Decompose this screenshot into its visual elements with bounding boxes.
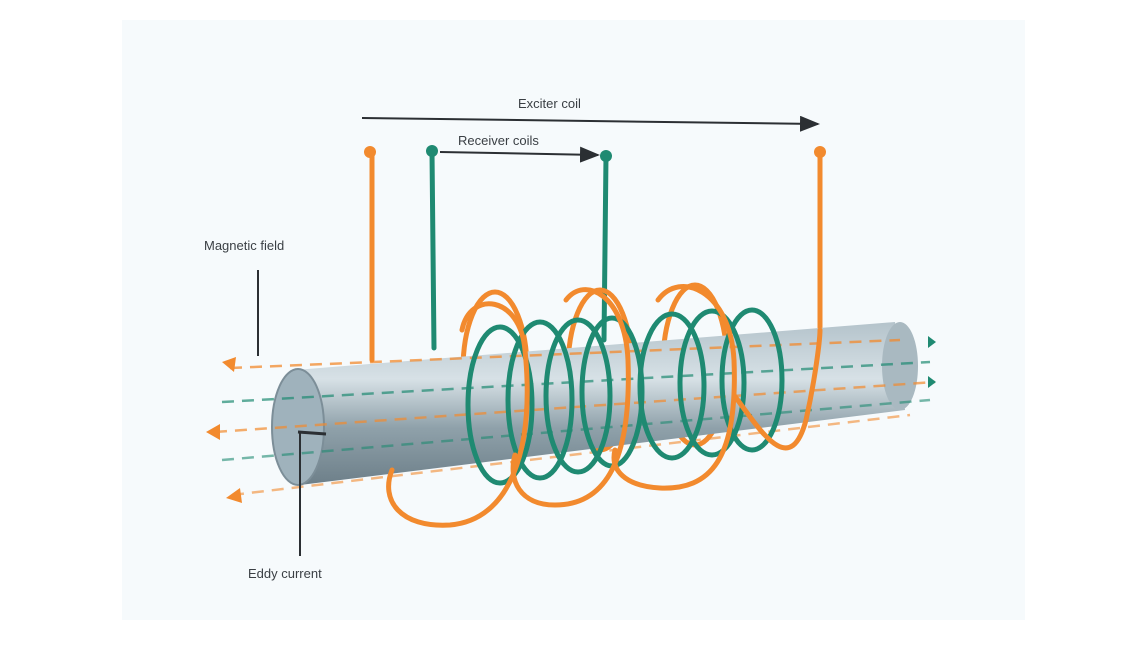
field-arrowheads (206, 357, 242, 503)
exciter-terminal-right (814, 146, 826, 158)
magnetic-field-lines (214, 338, 936, 497)
receiver-terminal-left (426, 145, 438, 157)
exciter-coil-label: Exciter coil (518, 96, 581, 111)
receiver-terminal-right (600, 150, 612, 162)
receiver-coils-label: Receiver coils (458, 133, 539, 148)
receiver-coils-arrow (439, 146, 600, 163)
exciter-coil-back (369, 147, 823, 363)
exciter-terminal-left (364, 146, 376, 158)
eddy-current-tick (297, 430, 327, 436)
receiver-coil-leads (429, 149, 609, 351)
magnetic-field-label: Magnetic field (204, 238, 285, 253)
field-exit-markers (928, 336, 936, 388)
eddy-current-label: Eddy current (248, 566, 322, 581)
receiver-coil-windings (465, 307, 785, 486)
exciter-coil-arrow (361, 115, 820, 132)
exciter-coil-windings (386, 284, 823, 528)
